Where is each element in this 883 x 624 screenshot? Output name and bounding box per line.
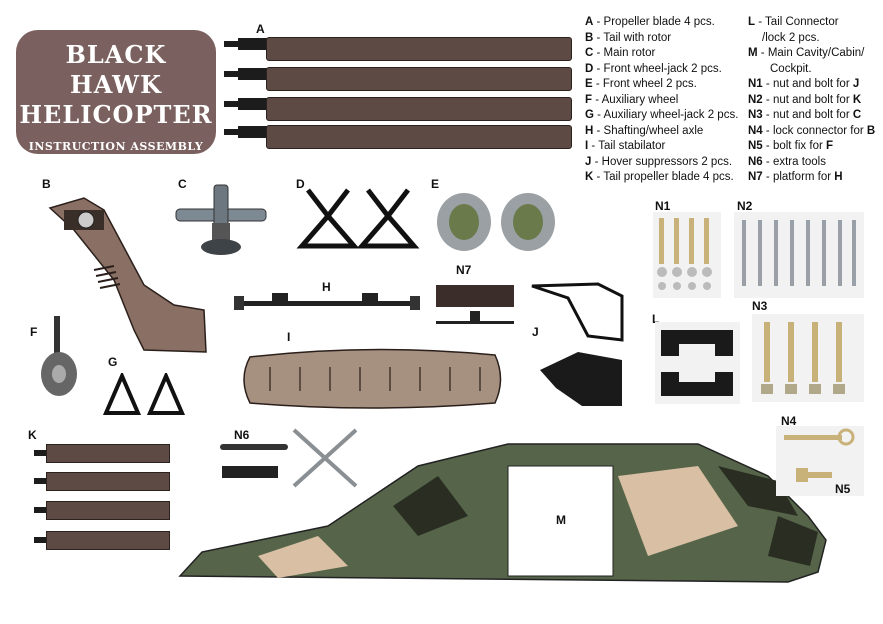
legend-item: C - Main rotor xyxy=(585,47,656,59)
front-wheel-jacks xyxy=(296,188,420,249)
label-d: D xyxy=(296,177,305,191)
extra-tools xyxy=(220,428,358,488)
legend-l: L - Tail Connector xyxy=(748,16,839,28)
label-h: H xyxy=(322,280,331,294)
legend-item: J - Hover suppressors 2 pcs. xyxy=(585,155,733,168)
label-m: M xyxy=(556,513,566,527)
legend-item: E - Front wheel 2 pcs. xyxy=(585,78,697,90)
propeller-blade-hubs xyxy=(224,38,268,138)
title-subtitle: INSTRUCTION ASSEMBLY xyxy=(28,140,204,153)
legend-item: K - Tail propeller blade 4 pcs. xyxy=(585,171,734,183)
label-n4: N4 xyxy=(781,414,797,428)
propeller-blade xyxy=(266,97,572,121)
label-b: B xyxy=(42,177,51,191)
label-l: L xyxy=(652,312,660,326)
label-e: E xyxy=(431,177,440,191)
bolts-n1 xyxy=(657,218,712,290)
bolts-n2 xyxy=(742,220,856,286)
photo-l xyxy=(655,322,740,404)
legend-item: D - Front wheel-jack 2 pcs. xyxy=(585,62,722,75)
auxiliary-wheel-jacks xyxy=(102,373,186,415)
photo-n1 xyxy=(653,212,721,298)
label-n1: N1 xyxy=(655,199,671,213)
label-n5: N5 xyxy=(835,482,851,496)
label-n2: N2 xyxy=(737,199,753,213)
legend-l-cont: /lock 2 pcs. xyxy=(762,31,820,44)
legend-item-n1: N1 - nut and bolt for J xyxy=(748,78,860,90)
legend-item: F - Auxiliary wheel xyxy=(585,93,679,106)
tail-propeller-blade xyxy=(46,472,170,491)
legend-item-n4: N4 - lock connector for B xyxy=(748,124,876,137)
hover-suppressors xyxy=(531,282,624,406)
legend-item-n6: N6 - extra tools xyxy=(748,155,826,168)
propeller-blade xyxy=(266,37,572,61)
auxiliary-wheel xyxy=(41,316,77,396)
label-n6: N6 xyxy=(234,428,250,442)
tail-propeller-blade xyxy=(46,444,170,463)
title-line-1: BLACK HAWK xyxy=(65,40,167,99)
legend-item: H - Shafting/wheel axle xyxy=(585,124,704,137)
front-wheels xyxy=(437,193,555,251)
title-box: BLACK HAWK HELICOPTER INSTRUCTION ASSEMB… xyxy=(16,30,216,154)
photo-n2 xyxy=(734,212,864,298)
legend-item: G - Auxiliary wheel-jack 2 pcs. xyxy=(585,109,739,121)
tail-propeller-blade xyxy=(46,531,170,550)
main-rotor xyxy=(175,184,267,255)
tail-with-rotor xyxy=(48,197,207,353)
label-j: J xyxy=(532,325,539,339)
label-n7: N7 xyxy=(456,263,472,277)
lock-and-bolt xyxy=(784,428,855,482)
title-line-2: HELICOPTER xyxy=(19,100,213,129)
tail-stabilator xyxy=(243,348,502,409)
tail-connectors xyxy=(661,330,733,396)
legend-item-n7: N7 - platform for H xyxy=(748,171,843,183)
legend-right: L - Tail Connector /lock 2 pcs. M - Main… xyxy=(748,15,875,186)
legend-item-n3: N3 - nut and bolt for C xyxy=(748,109,862,121)
legend-item-n2: N2 - nut and bolt for K xyxy=(748,93,862,106)
legend-m: M - Main Cavity/Cabin/ xyxy=(748,47,865,59)
shafting-wheel-axle xyxy=(234,293,420,310)
tail-blade-hubs xyxy=(34,450,46,543)
platform-n7 xyxy=(436,285,514,324)
legend-item: B - Tail with rotor xyxy=(585,31,672,44)
propeller-blade xyxy=(266,125,572,149)
label-n3: N3 xyxy=(752,299,768,313)
label-g: G xyxy=(108,355,118,369)
photo-n4-n5 xyxy=(776,426,864,496)
label-a: A xyxy=(256,22,265,36)
legend-item: A - Propeller blade 4 pcs. xyxy=(585,16,715,28)
label-f: F xyxy=(30,325,38,339)
legend-item-n5: N5 - bolt fix for F xyxy=(748,140,834,152)
legend-left: A - Propeller blade 4 pcs. B - Tail with … xyxy=(585,15,738,186)
tail-propeller-blade xyxy=(46,501,170,520)
label-k: K xyxy=(28,428,37,442)
label-i: I xyxy=(287,330,291,344)
label-c: C xyxy=(178,177,187,191)
photo-n3 xyxy=(752,314,864,402)
propeller-blade xyxy=(266,67,572,91)
legend-m-cont: Cockpit. xyxy=(770,62,812,75)
bolts-n3 xyxy=(761,322,845,394)
main-cavity-fuselage xyxy=(178,443,827,583)
legend-item: I - Tail stabilator xyxy=(585,140,666,152)
